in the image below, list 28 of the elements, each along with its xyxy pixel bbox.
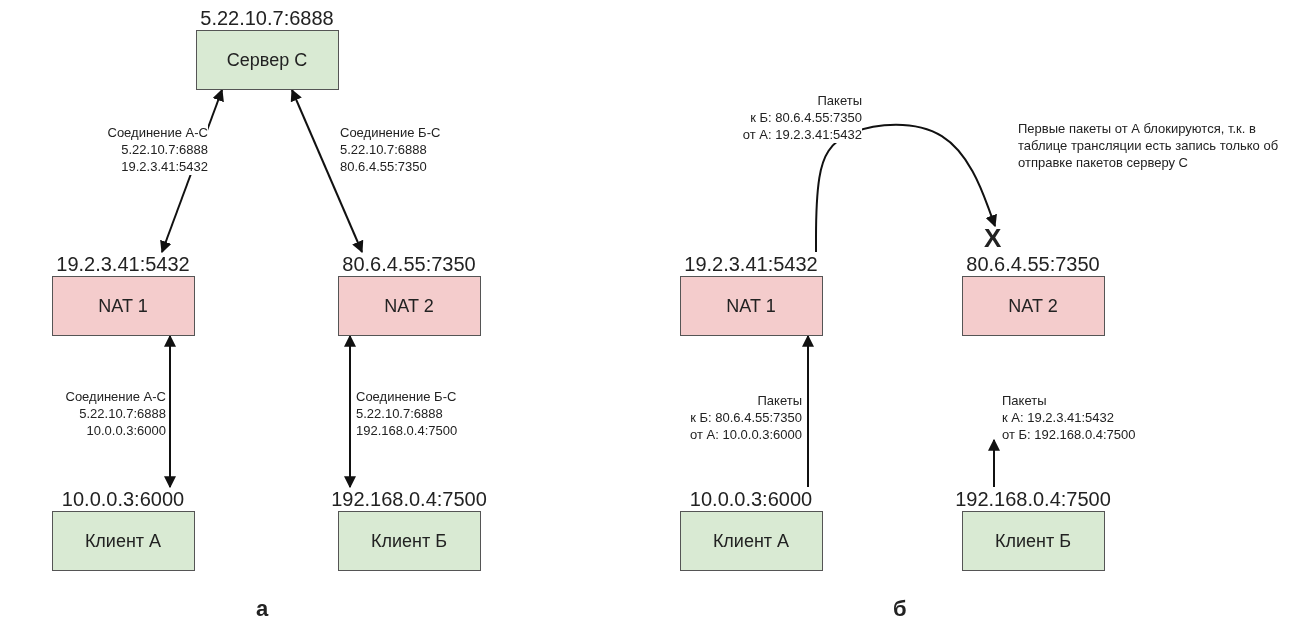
server-box: Сервер С — [195, 30, 339, 90]
address-label: 192.168.0.4:7500 — [331, 487, 487, 511]
client-box: Клиент Б — [337, 511, 481, 571]
arrow — [164, 334, 176, 489]
nat-box: NAT 1 — [679, 276, 823, 336]
address-label: 19.2.3.41:5432 — [684, 252, 818, 276]
address-label: 80.6.4.55:7350 — [342, 252, 476, 276]
nat-box: NAT 2 — [337, 276, 481, 336]
client-box: Клиент А — [51, 511, 195, 571]
panel-label: б — [893, 596, 907, 622]
address-label: 192.168.0.4:7500 — [955, 487, 1111, 511]
panel-label: а — [256, 596, 269, 622]
client-box: Клиент Б — [961, 511, 1105, 571]
note-text: Первые пакеты от А блокируются, т.к. в таблице трансляции есть запись только об отправке пакетов серверу С — [1018, 120, 1280, 171]
nat-box: NAT 1 — [51, 276, 195, 336]
address-label: 5.22.10.7:6888 — [200, 6, 334, 30]
address-label: 10.0.0.3:6000 — [61, 487, 185, 511]
arrow — [988, 438, 1000, 488]
arrow — [344, 334, 356, 489]
arrow — [290, 88, 364, 254]
arrow — [815, 123, 997, 253]
client-box: Клиент А — [679, 511, 823, 571]
address-label: 80.6.4.55:7350 — [966, 252, 1100, 276]
address-label: 10.0.0.3:6000 — [689, 487, 813, 511]
blocked-mark: X — [984, 224, 1002, 252]
arrow — [802, 334, 814, 488]
nat-box: NAT 2 — [961, 276, 1105, 336]
address-label: 19.2.3.41:5432 — [56, 252, 190, 276]
